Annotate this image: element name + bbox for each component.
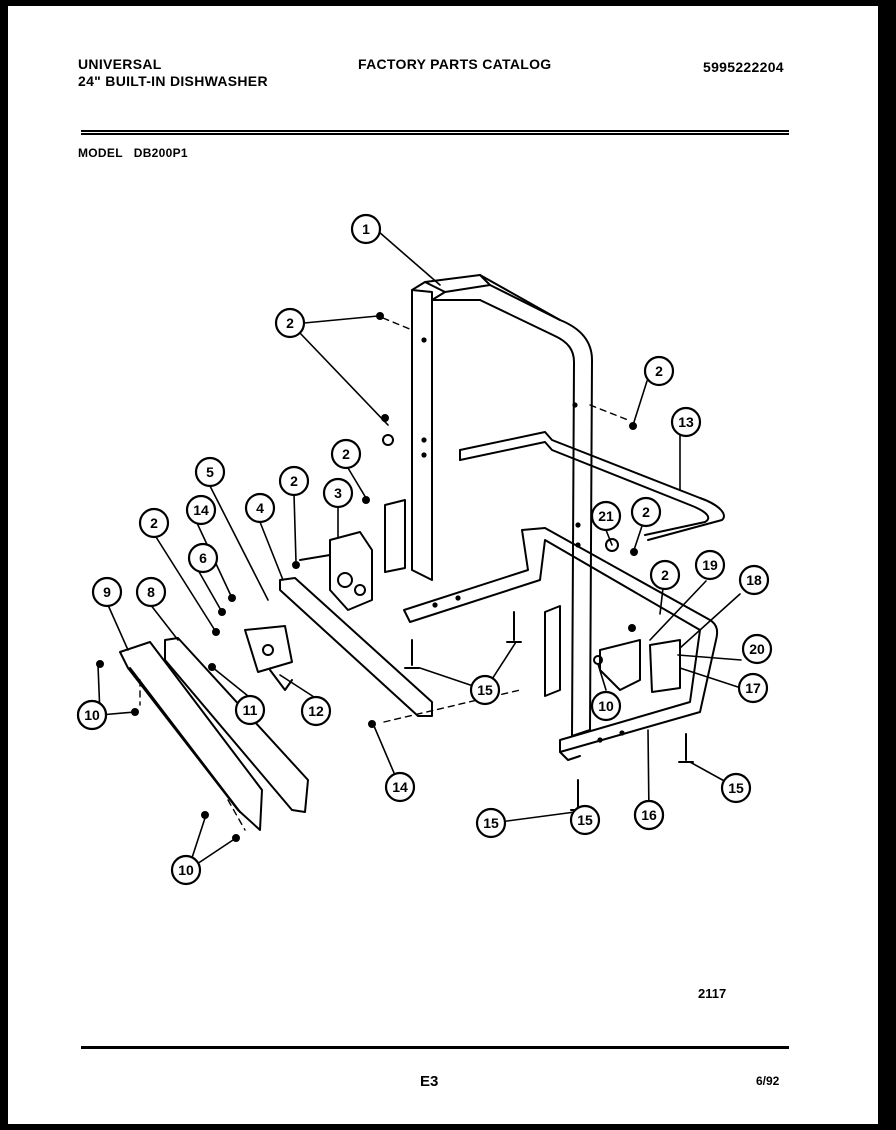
callout-number: 2 [150,515,158,531]
callout-16: 16 [633,799,665,831]
header-rule [81,130,789,135]
leveling-legs [404,611,694,811]
callout-6: 6 [187,542,219,574]
model-label: MODEL [78,146,123,160]
callout-bubbles: 1222222234568910101010111213141415151515… [76,213,773,886]
callout-2: 2 [643,355,675,387]
callout-14: 14 [384,771,416,803]
callout-15: 15 [720,772,752,804]
catalog-number: 5995222204 [703,59,784,75]
callout-number: 19 [702,557,718,573]
callout-4: 4 [244,492,276,524]
callout-10: 10 [170,854,202,886]
switch-assembly [244,625,293,691]
callout-15: 15 [475,807,507,839]
callout-19: 19 [694,549,726,581]
callout-20: 20 [741,633,773,665]
parts-diagram-sheet: UNIVERSAL 24" BUILT-IN DISHWASHER FACTOR… [8,6,878,1124]
callout-number: 2 [661,567,669,583]
callout-number: 14 [193,502,209,518]
callout-number: 15 [728,780,744,796]
callout-21: 21 [590,500,622,532]
callout-number: 2 [655,363,663,379]
tie-rod [459,431,725,541]
product-name: 24" BUILT-IN DISHWASHER [78,73,268,89]
callout-10: 10 [76,699,108,731]
callout-number: 5 [206,464,214,480]
callout-number: 2 [342,446,350,462]
callout-number: 12 [308,703,324,719]
brand-block: UNIVERSAL 24" BUILT-IN DISHWASHER [78,56,268,90]
side-rail [403,527,719,761]
callout-number: 20 [749,641,765,657]
model-line: MODEL DB200P1 [78,146,188,160]
callout-number: 15 [483,815,499,831]
callout-number: 14 [392,779,408,795]
callout-number: 10 [84,707,100,723]
callout-number: 4 [256,500,264,516]
control-panel [119,641,263,831]
callout-number: 6 [199,550,207,566]
hinge-plate [649,639,681,693]
inlet-valve [299,499,406,611]
callout-17: 17 [737,672,769,704]
callout-2: 2 [278,465,310,497]
callout-number: 2 [642,504,650,520]
callout-number: 2 [290,473,298,489]
callout-2: 2 [630,496,662,528]
callout-number: 9 [103,584,111,600]
callout-number: 16 [641,807,657,823]
callout-1: 1 [350,213,382,245]
mounting-bracket [544,605,561,697]
callout-number: 2 [286,315,294,331]
support-bar [279,577,433,717]
callout-number: 13 [678,414,694,430]
callout-number: 10 [178,862,194,878]
callout-number: 10 [598,698,614,714]
callout-11: 11 [234,694,266,726]
footer-rule [81,1046,789,1049]
callout-number: 11 [243,702,258,718]
catalog-title: FACTORY PARTS CATALOG [358,56,552,72]
callout-5: 5 [194,456,226,488]
callout-number: 21 [598,508,614,524]
brand-name: UNIVERSAL [78,56,162,72]
callout-15: 15 [469,674,501,706]
model-number: DB200P1 [133,146,188,160]
callout-number: 15 [477,682,493,698]
date-code: 6/92 [756,1074,780,1088]
callout-number: 17 [745,680,761,696]
callout-15: 15 [569,804,601,836]
callout-14: 14 [185,494,217,526]
callout-2: 2 [274,307,306,339]
callout-2: 2 [649,559,681,591]
diagram-code: 2117 [698,986,727,1001]
exploded-view-diagram: 1222222234568910101010111213141415151515… [76,213,773,886]
page-code: E3 [420,1073,439,1090]
callout-12: 12 [300,695,332,727]
callout-number: 1 [362,221,370,237]
door-frame [411,274,593,737]
callout-13: 13 [670,406,702,438]
callout-18: 18 [738,564,770,596]
callout-3: 3 [322,477,354,509]
hinge-bracket [599,639,641,691]
callout-number: 15 [577,812,593,828]
panel-strip [164,637,309,813]
callout-10: 10 [590,690,622,722]
callout-2: 2 [138,507,170,539]
callout-2: 2 [330,438,362,470]
callout-number: 18 [746,572,762,588]
callout-number: 3 [334,485,342,501]
callout-9: 9 [91,576,123,608]
callout-number: 8 [147,584,155,600]
callout-8: 8 [135,576,167,608]
